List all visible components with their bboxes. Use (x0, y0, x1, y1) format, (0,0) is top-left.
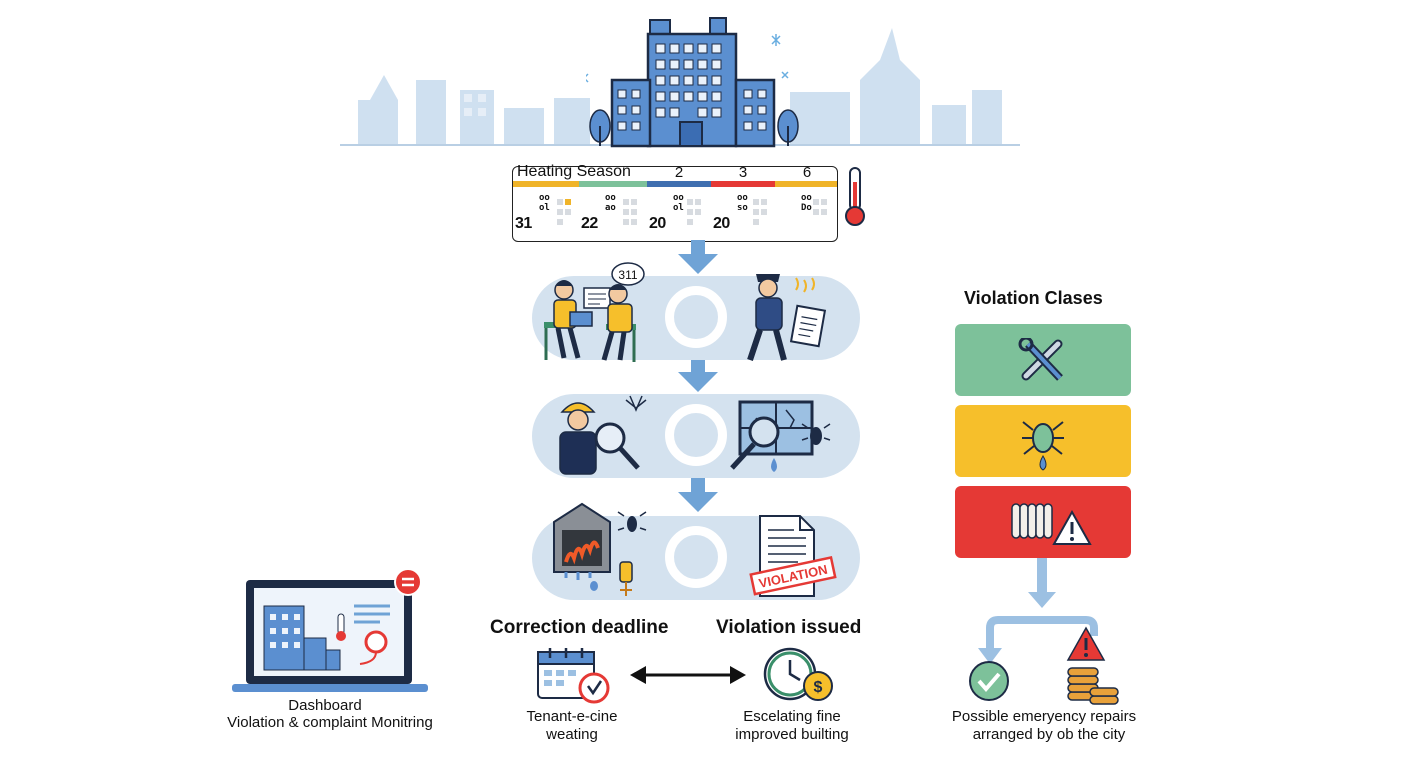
violation-caption-line1: Escelating fine (743, 708, 841, 725)
calendar-segment-label: 2 (674, 164, 684, 181)
tools-icon (1018, 338, 1063, 381)
call-311-bubble: 311 (618, 268, 637, 282)
warning-icon (1066, 626, 1106, 661)
calendar-segment-4 (711, 181, 775, 187)
calendar-segment-3 (647, 181, 711, 187)
bug-icon (1022, 421, 1064, 471)
calendar-segment-label: 6 (802, 164, 812, 181)
dashboard-laptop-icon (232, 568, 428, 692)
apartment-building-icon (586, 17, 799, 148)
svg-text:$: $ (814, 679, 823, 696)
calendar-segment-1 (513, 181, 579, 187)
violation-issued-title: Violation issued (716, 617, 862, 638)
tenants-calling-311-icon: 311 (544, 262, 645, 362)
checkmark-icon (969, 661, 1009, 701)
flow-arrow-down-icon (678, 358, 718, 392)
step-node-circle (665, 404, 727, 466)
calendar-cell: oo Do (801, 193, 812, 213)
violation-classes-title: Violation Clases (964, 288, 1103, 308)
emergency-caption-line2: arranged by ob the city (972, 726, 1126, 743)
calendar-grid-dots (557, 199, 827, 225)
calendar-check-icon (537, 648, 610, 704)
flow-arrow-down-icon (678, 478, 718, 512)
thermometer-icon (845, 167, 865, 226)
heating-season-label: Heating Season (517, 163, 631, 180)
step-node-circle (665, 526, 727, 588)
boiler-leak-hazard-icon (553, 502, 647, 596)
radiator-warning-icon (1011, 503, 1092, 545)
correction-caption-line1: Tenant-e-cine (526, 708, 618, 725)
calendar-segment-5 (775, 181, 837, 187)
inspector-magnifier-icon (559, 395, 647, 475)
dashboard-caption-line2: Violation & complaint Monitring (227, 714, 433, 731)
calendar-segment-2 (579, 181, 647, 187)
city-skyline (340, 28, 1020, 146)
inspector-with-clipboard-icon (747, 274, 827, 361)
calendar-segment-label: 3 (738, 164, 748, 181)
emergency-caption-line1: Possible emeryency repairs (951, 708, 1137, 725)
flow-arrow-down-icon (678, 240, 718, 274)
coins-icon (1067, 667, 1119, 705)
broken-window-pest-icon (730, 400, 831, 472)
dashboard-caption-line1: Dashboard (288, 697, 362, 714)
emergency-flow-arrows (978, 558, 1098, 664)
double-arrow-icon (630, 666, 746, 684)
violation-notice-icon: VIOLATION (749, 515, 837, 597)
clock-fine-icon: $ (763, 647, 833, 701)
step-node-circle (665, 286, 727, 348)
correction-deadline-title: Correction deadline (490, 617, 669, 638)
correction-caption-line2: weating (546, 726, 598, 743)
violation-caption-line2: improved builting (735, 726, 849, 743)
